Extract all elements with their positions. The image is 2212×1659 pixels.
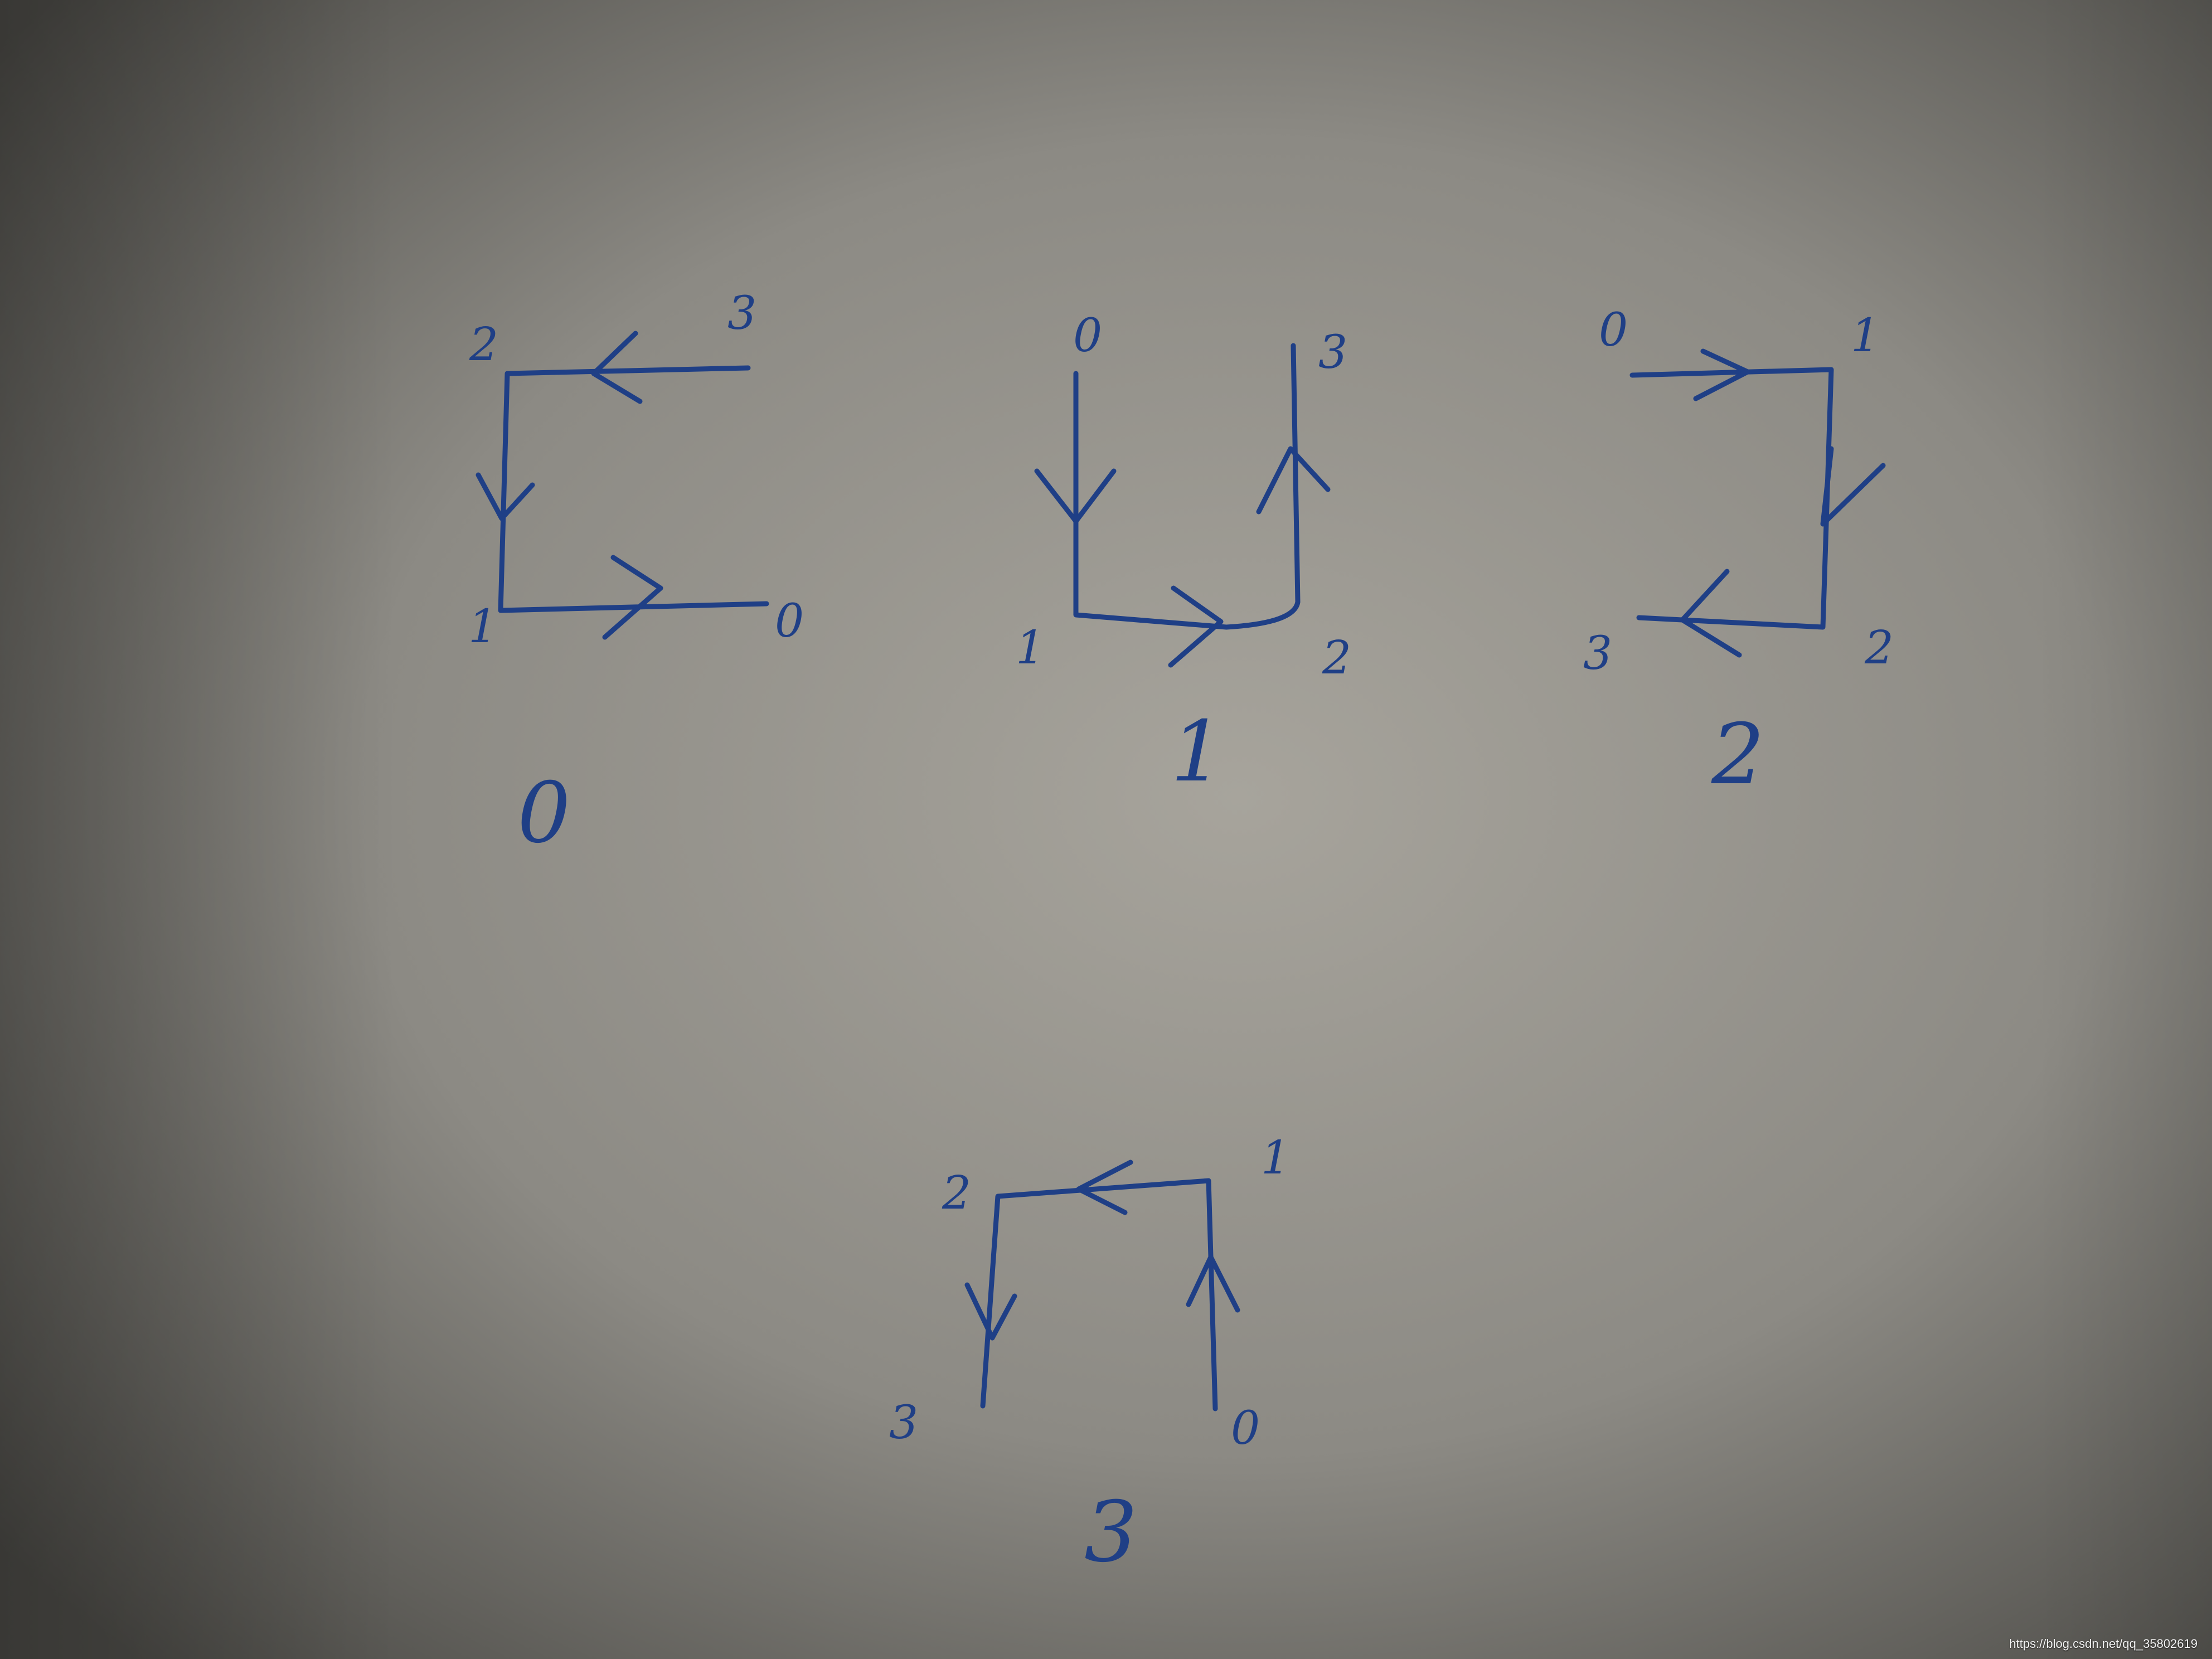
diagram-2-caption: 2 — [1711, 706, 1764, 803]
diagram-0-label-2: 2 — [469, 318, 498, 371]
diagram-2-label-3: 3 — [1583, 627, 1612, 680]
watermark-text: https://blog.csdn.net/qq_35802619 — [2009, 1637, 2198, 1651]
diagram-3-path — [980, 1178, 1218, 1411]
diagram-1-path — [1073, 343, 1301, 630]
diagram-3-caption: 3 — [1084, 1484, 1137, 1581]
diagram-2: 0 1 3 2 2 — [1583, 304, 1894, 803]
diagram-1-arrow-left — [1034, 468, 1117, 524]
diagram-0-arrow-top — [591, 331, 643, 404]
diagram-1-label-0: 0 — [1073, 309, 1102, 362]
diagram-0-label-3: 3 — [727, 287, 756, 340]
diagram-1-arrow-right — [1256, 446, 1331, 515]
diagram-3-label-0: 0 — [1231, 1402, 1260, 1455]
diagram-1-arrow-bottom — [1168, 585, 1224, 668]
diagram-0-path — [498, 365, 769, 613]
diagram-3-label-2: 2 — [942, 1167, 971, 1220]
diagram-0-label-1: 1 — [468, 600, 497, 653]
diagram-1-label-2: 2 — [1322, 632, 1351, 685]
diagram-0-caption: 0 — [517, 765, 570, 862]
diagram-2-label-2: 2 — [1864, 622, 1894, 675]
diagram-1-caption: 1 — [1171, 704, 1224, 801]
diagram-2-arrow-top — [1693, 348, 1750, 401]
diagram-0: 2 3 1 0 0 — [468, 287, 804, 862]
diagram-0-label-0: 0 — [775, 595, 804, 648]
diagram-1-label-3: 3 — [1318, 326, 1347, 379]
diagram-3-label-3: 3 — [889, 1396, 918, 1449]
diagram-2-label-0: 0 — [1599, 304, 1628, 357]
diagram-3: 2 1 3 0 3 — [889, 1132, 1290, 1581]
diagram-3-arrow-right — [1186, 1254, 1240, 1313]
diagram-3-arrow-top — [1076, 1160, 1133, 1215]
diagram-2-arrow-right — [1820, 446, 1886, 527]
diagram-1-label-1: 1 — [1016, 622, 1045, 675]
diagram-3-arrow-left — [964, 1282, 1017, 1341]
diagram-1: 0 3 1 2 1 — [1016, 309, 1351, 801]
diagram-3-label-1: 1 — [1261, 1132, 1290, 1185]
diagram-2-label-1: 1 — [1851, 309, 1880, 362]
diagram-2-arrow-bottom — [1680, 569, 1742, 658]
diagram-0-arrow-bottom — [602, 555, 663, 640]
diagram-0-arrow-left — [476, 472, 535, 521]
